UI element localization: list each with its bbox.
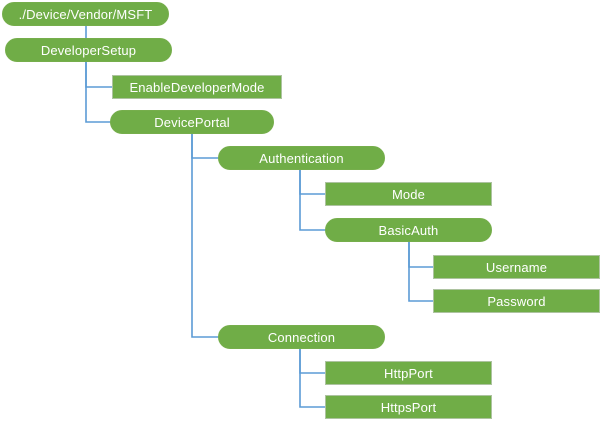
- tree-node-label-basicauth: BasicAuth: [378, 222, 439, 238]
- connector-connection-to-httpport: [299, 348, 326, 374]
- connector-authentication-to-mode: [299, 169, 326, 195]
- tree-node-mode[interactable]: Mode: [325, 182, 492, 206]
- tree-node-authentication[interactable]: Authentication: [218, 146, 385, 170]
- tree-node-label-root: ./Device/Vendor/MSFT: [18, 6, 153, 22]
- connector-basicauth-to-username: [408, 241, 434, 268]
- tree-node-httpsport[interactable]: HttpsPort: [325, 395, 492, 419]
- connector-developersetup-to-deviceportal: [85, 61, 111, 123]
- connector-deviceportal-to-connection: [191, 133, 219, 338]
- connector-authentication-to-basicauth: [299, 169, 326, 231]
- tree-node-label-httpport: HttpPort: [384, 365, 433, 381]
- tree-node-label-deviceportal: DevicePortal: [154, 114, 230, 130]
- tree-node-basicauth[interactable]: BasicAuth: [325, 218, 492, 242]
- connector-deviceportal-to-authentication: [191, 133, 219, 159]
- tree-node-enabledevelopermode[interactable]: EnableDeveloperMode: [112, 75, 282, 99]
- tree-node-label-password: Password: [487, 293, 546, 309]
- connector-connection-to-httpsport: [299, 348, 326, 408]
- tree-node-password[interactable]: Password: [433, 289, 600, 313]
- tree-node-root[interactable]: ./Device/Vendor/MSFT: [2, 2, 169, 26]
- tree-node-deviceportal[interactable]: DevicePortal: [110, 110, 274, 134]
- tree-node-label-enabledevelopermode: EnableDeveloperMode: [129, 79, 265, 95]
- tree-node-label-developersetup: DeveloperSetup: [40, 42, 137, 58]
- tree-node-connection[interactable]: Connection: [218, 325, 385, 349]
- tree-node-httpport[interactable]: HttpPort: [325, 361, 492, 385]
- tree-node-label-connection: Connection: [267, 329, 336, 345]
- tree-node-developersetup[interactable]: DeveloperSetup: [5, 38, 172, 62]
- tree-node-label-username: Username: [485, 259, 548, 275]
- connector-basicauth-to-password: [408, 241, 434, 302]
- tree-node-label-mode: Mode: [391, 186, 426, 202]
- tree-node-label-httpsport: HttpsPort: [380, 399, 437, 415]
- connector-developersetup-to-enabledevelopermode: [85, 61, 113, 88]
- tree-node-username[interactable]: Username: [433, 255, 600, 279]
- tree-node-label-authentication: Authentication: [259, 150, 344, 166]
